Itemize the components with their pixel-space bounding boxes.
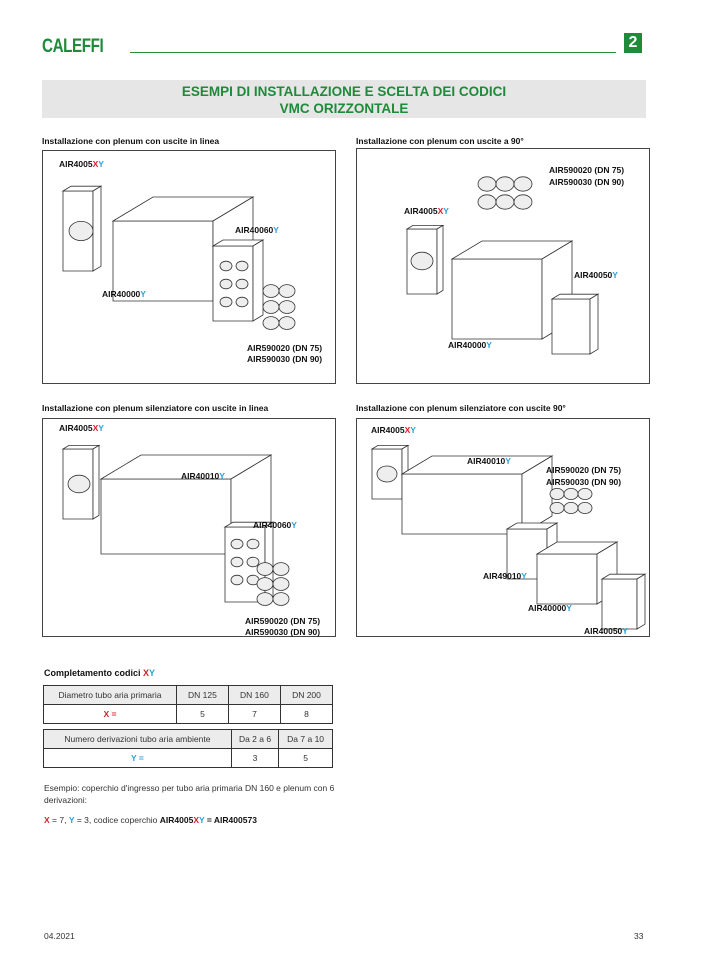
example-result: X = 7, Y = 3, codice coperchio AIR4005XY… xyxy=(44,815,257,825)
diagram-panel-silencer-90: AIR4005XY AIR40010Y AIR590020 (DN 75) AIR59… xyxy=(356,418,650,637)
component-code-label: AIR40060Y xyxy=(235,225,279,235)
header-cell: Da 7 a 10 xyxy=(278,729,333,749)
header-cell: DN 200 xyxy=(279,685,334,705)
component-code-label: AIR49010Y xyxy=(483,571,527,581)
component-code-label: AIR40000Y xyxy=(528,603,572,613)
component-code-label: AIR4005XY xyxy=(59,423,104,433)
component-code-label: AIR4005XY xyxy=(59,159,104,169)
component-code-label: AIR590020 (DN 75) xyxy=(549,165,625,175)
component-drawing xyxy=(61,444,290,606)
value-cell: 7 xyxy=(227,704,281,724)
row-label: X = xyxy=(43,704,177,724)
title-line-2: VMC ORIZZONTALE xyxy=(279,101,409,116)
component-code-label: AIR590030 (DN 90) xyxy=(546,477,622,487)
component-drawing xyxy=(370,444,647,630)
component-code-label: AIR40060Y xyxy=(253,520,297,530)
component-drawing xyxy=(61,185,296,330)
footer-date: 04.2021 xyxy=(44,931,75,941)
component-code-label: AIR590030 (DN 90) xyxy=(247,354,323,364)
component-drawing xyxy=(405,176,600,355)
diagram-panel-inline: AIR4005XY AIR40060Y AIR40000Y AIR590020 (DN… xyxy=(42,150,336,384)
value-cell: 5 xyxy=(278,748,333,768)
caleffi-logo: CALEFFI xyxy=(42,36,104,57)
panel-caption: Installazione con plenum silenziatore co… xyxy=(356,403,566,413)
component-code-label: AIR40010Y xyxy=(467,456,511,466)
component-code-label: AIR590020 (DN 75) xyxy=(247,343,323,353)
component-code-label: AIR590020 (DN 75) xyxy=(245,616,321,626)
page-title: ESEMPI DI INSTALLAZIONE E SCELTA DEI COD… xyxy=(42,80,646,118)
panel-caption: Installazione con plenum silenziatore co… xyxy=(42,403,269,413)
chapter-badge: 2 xyxy=(624,33,642,53)
diagram-panel-silencer-inline: AIR4005XY AIR40010Y AIR40060Y AIR590020 (DN… xyxy=(42,418,336,637)
component-code-label: AIR40010Y xyxy=(181,471,225,481)
diagram-panel-90: AIR590020 (DN 75) AIR590030 (DN 90) AIR400… xyxy=(356,148,650,384)
header-rule xyxy=(130,52,616,53)
component-code-label: AIR590030 (DN 90) xyxy=(549,177,625,187)
page-number: 33 xyxy=(634,931,644,941)
header-cell: Numero derivazioni tubo aria ambiente xyxy=(43,729,232,749)
header-cell: DN 160 xyxy=(227,685,281,705)
completion-title: Completamento codici XY xyxy=(44,668,156,678)
component-code-label: AIR4005XY xyxy=(371,425,416,435)
component-code-label: AIR40050Y xyxy=(584,626,628,636)
component-code-label: AIR40000Y xyxy=(448,340,492,350)
panel-caption: Installazione con plenum con uscite a 90… xyxy=(356,136,524,146)
component-code-label: AIR4005XY xyxy=(404,206,449,216)
value-cell: 8 xyxy=(279,704,334,724)
component-code-label: AIR590020 (DN 75) xyxy=(546,465,622,475)
row-label: Y = xyxy=(43,748,232,768)
header-cell: Da 2 a 6 xyxy=(230,729,280,749)
example-text: Esempio: coperchio d'ingresso per tubo a… xyxy=(44,783,335,805)
header-cell: DN 125 xyxy=(175,685,229,705)
component-code-label: AIR590030 (DN 90) xyxy=(245,627,321,637)
component-code-label: AIR40050Y xyxy=(574,270,618,280)
component-code-label: AIR40000Y xyxy=(102,289,146,299)
value-cell: 5 xyxy=(175,704,229,724)
header-cell: Diametro tubo aria primaria xyxy=(43,685,177,705)
value-cell: 3 xyxy=(230,748,280,768)
panel-caption: Installazione con plenum con uscite in l… xyxy=(42,136,220,146)
title-line-1: ESEMPI DI INSTALLAZIONE E SCELTA DEI COD… xyxy=(181,84,507,99)
